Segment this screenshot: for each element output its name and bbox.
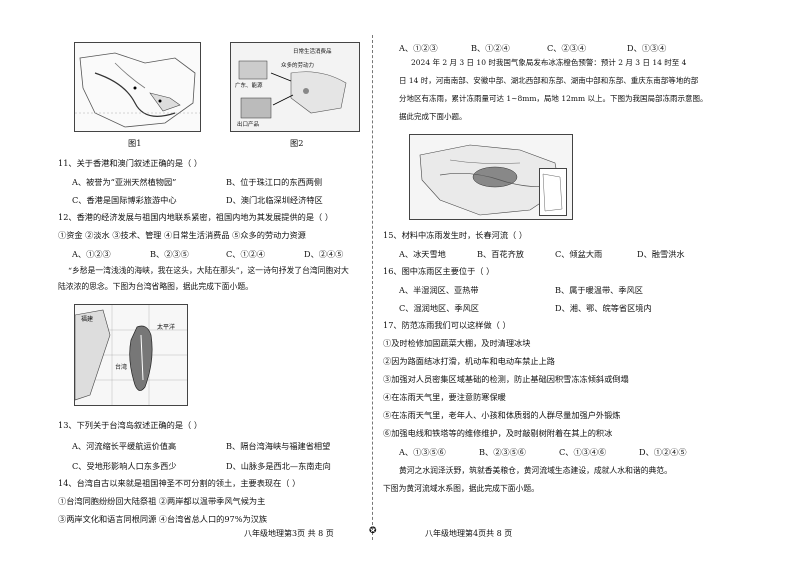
- q16-option-b[interactable]: B、属于暖温带、季风区: [555, 285, 643, 295]
- q13-option-c[interactable]: C、受地形影响人口东多西少: [72, 461, 177, 471]
- fig2-label-consumer: 日常生活消费品: [293, 49, 332, 55]
- q11-option-b[interactable]: B、位于珠江口的东西两侧: [226, 177, 323, 187]
- q12-option-b[interactable]: B、②③⑤: [150, 249, 189, 259]
- freezing-rain-intro-line-4: 据此完成下面小题。: [399, 112, 467, 121]
- q13-option-d[interactable]: D、山脉多是西北—东南走向: [226, 461, 331, 471]
- q15-option-b[interactable]: B、百花齐放: [477, 249, 524, 259]
- top-option-c[interactable]: C、②③④: [547, 43, 587, 53]
- taiwan-map: 福建 太平洋 台湾: [74, 304, 188, 406]
- freezing-rain-intro-line-3: 分地区有冻雨，累计冻雨量可达 1~8mm，局地 12mm 以上。下图为我国局部冻…: [399, 94, 708, 103]
- fig2-label-export: 出口产品: [237, 122, 260, 128]
- q16-option-a[interactable]: A、半湿润区、亚热带: [399, 285, 479, 295]
- map-label-fujian: 福建: [81, 316, 94, 323]
- map-label-taiwan: 台湾: [115, 364, 128, 371]
- figure-1-map-drawing: [75, 52, 200, 128]
- q16-option-c[interactable]: C、湿润地区、季风区: [399, 303, 479, 313]
- top-option-d[interactable]: D、①③④: [627, 43, 667, 53]
- q11-stem: 11、关于香港和澳门叙述正确的是（ ）: [58, 158, 203, 168]
- q14-items-line-2: ③两岸文化和语言同根同源 ④台湾省总人口的97%为汉族: [58, 514, 268, 524]
- taiwan-map-drawing: [75, 305, 187, 405]
- q17-item-5: ⑤在冻雨天气里，老年人、小孩和体质弱的人群尽量加强户外锻炼: [383, 410, 621, 420]
- q14-items-line-1: ①台湾同胞纷纷回大陆祭祖 ②两岸都以温带季风气候为主: [58, 496, 266, 506]
- q17-item-1: ①及时检修加固蔬菜大棚，及时清理冰块: [383, 338, 531, 348]
- q16-option-d[interactable]: D、湘、鄂、皖等省区境内: [555, 303, 652, 313]
- right-column: A、①②③ B、①②④ C、②③④ D、①③④ 2024 年 2 月 3 日 1…: [383, 0, 751, 561]
- q17-option-d[interactable]: D、①②④⑤: [639, 447, 687, 457]
- column-divider: [372, 35, 373, 540]
- inset-drawing: [542, 173, 563, 212]
- freezing-rain-intro-line-2: 日 14 时，河南南部、安徽中部、湖北西部和东部、湖南中部和东部、重庆东南部等地…: [399, 76, 699, 85]
- fig2-label-labor: 众多的劳动力: [281, 63, 315, 69]
- poem-intro-line-2: 陆浓浓的思念。下图为台湾省略图，据此完成下面小题。: [58, 282, 253, 291]
- q12-option-a[interactable]: A、①②③: [72, 249, 111, 259]
- figure-2-caption: 图2: [290, 138, 304, 148]
- q12-option-d[interactable]: D、②④⑤: [304, 249, 344, 259]
- right-page-footer: 八年级地理第4页共 8 页: [425, 529, 513, 538]
- yellow-river-intro-line-1: 黄河之水润泽沃野，筑就香美粮仓，黄河流域生态建设，成就人水和谐的典范。: [399, 466, 672, 475]
- south-china-sea-inset: [539, 168, 567, 216]
- q17-option-a[interactable]: A、①③⑤⑥: [399, 447, 446, 457]
- q13-option-a[interactable]: A、河流缩长平缓航运价值高: [72, 441, 177, 451]
- q11-option-a[interactable]: A、被誉为“亚洲天然植物园”: [72, 177, 177, 187]
- q11-option-c[interactable]: C、香港是国际博彩旅游中心: [72, 195, 177, 205]
- freezing-rain-intro-line-1: 2024 年 2 月 3 日 10 时我国气象局发布冰冻橙色预警：预计 2 月 …: [411, 58, 687, 67]
- q12-items: ①资金 ②淡水 ③技术、管理 ④日常生活消费品 ⑤众多的劳动力资源: [58, 230, 306, 240]
- yellow-river-intro-line-2: 下图为黄河流域水系图，据此完成下面小题。: [383, 484, 539, 493]
- q12-option-c[interactable]: C、①②④: [226, 249, 266, 259]
- q17-item-4: ④在冻雨天气里，要注意防寒保暖: [383, 392, 506, 402]
- q17-option-c[interactable]: C、①③④⑥: [559, 447, 607, 457]
- q15-option-a[interactable]: A、冰天雪地: [399, 249, 446, 259]
- q16-stem: 16、图中冻雨区主要位于（ ）: [383, 266, 495, 276]
- q13-stem: 13、下列关于台湾岛叙述正确的是（ ）: [58, 420, 203, 430]
- q17-item-6: ⑥加强电线和铁塔等的维修维护，及时敲剔树附着在其上的积冰: [383, 428, 613, 438]
- q15-option-c[interactable]: C、倾盆大雨: [555, 249, 603, 259]
- q17-stem: 17、防范冻雨我们可以这样做（ ）: [383, 320, 511, 330]
- q17-item-3: ③加强对人员密集区域基础的检测，防止基础因积雪冻冻倾斜或倒塌: [383, 374, 629, 384]
- q17-option-b[interactable]: B、②③⑤⑥: [479, 447, 526, 457]
- q11-option-d[interactable]: D、澳门北临深圳经济特区: [226, 195, 323, 205]
- binding-mark: ✪: [369, 526, 377, 536]
- q17-item-2: ②因为路面结冰打滑，机动车和电动车禁止上路: [383, 356, 555, 366]
- q15-option-d[interactable]: D、融雪洪水: [637, 249, 685, 259]
- top-option-b[interactable]: B、①②④: [471, 43, 510, 53]
- map-label-pacific: 太平洋: [157, 324, 176, 331]
- q15-stem: 15、材料中冻雨发生时，长春河流（ ）: [383, 230, 528, 240]
- figure-2-diagram-drawing: [238, 60, 347, 119]
- figure-1-map: [74, 42, 201, 132]
- left-page-footer: 八年级地理第3页 共 8 页: [244, 529, 334, 538]
- fig2-label-energy: 广东、能源: [235, 83, 263, 89]
- q13-option-b[interactable]: B、隔台湾海峡与福建省相望: [226, 441, 331, 451]
- poem-intro-line-1: “乡愁是一湾浅浅的海峡，我在这头，大陆在那头”，这一诗句抒发了台湾同胞对大: [68, 266, 349, 275]
- top-option-a[interactable]: A、①②③: [399, 43, 438, 53]
- figure-1-caption: 图1: [128, 138, 142, 148]
- figure-2-diagram: 日常生活消费品 众多的劳动力 广东、能源 出口产品: [230, 42, 360, 132]
- left-column: 日常生活消费品 众多的劳动力 广东、能源 出口产品 图1 图2 11、关于香港和…: [58, 0, 363, 561]
- q12-stem: 12、香港的经济发展与祖国内地联系紧密，祖国内地为其发展提供的是（ ）: [58, 212, 334, 222]
- q14-stem: 14、台湾自古以来就是祖国神圣不可分割的领土，主要表现在（ ）: [58, 478, 301, 488]
